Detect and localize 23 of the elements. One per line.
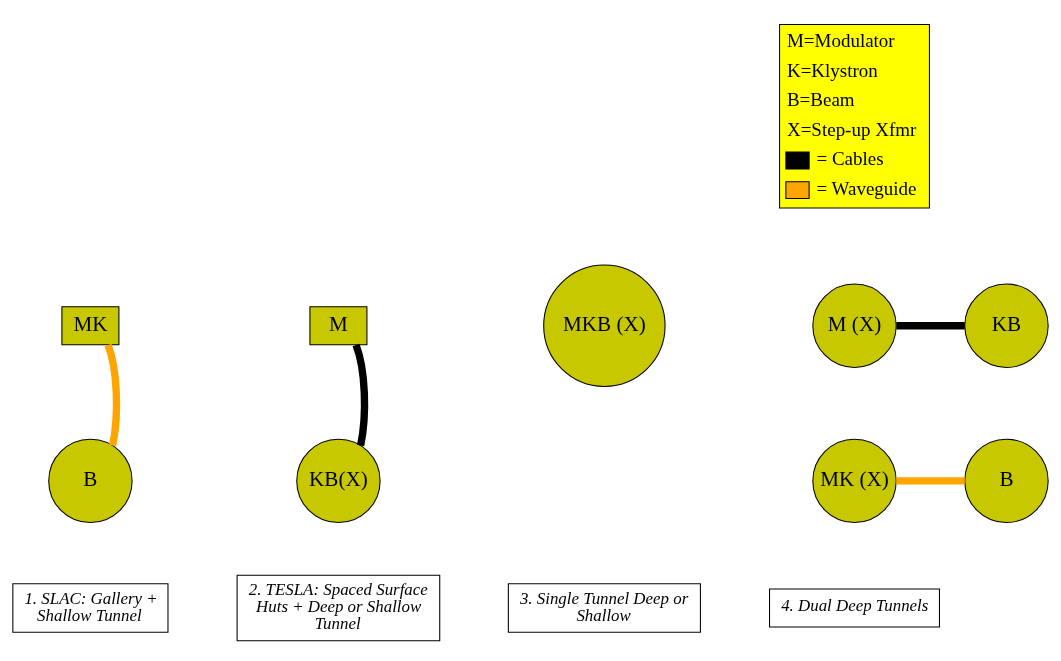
legend-label: B=Beam	[786, 89, 855, 111]
node-box: 1. SLAC: Gallery + Shallow Tunnel	[12, 583, 169, 633]
node-circle: B	[964, 438, 1049, 524]
node-circle: B	[48, 438, 133, 524]
node-box: MK	[61, 306, 120, 346]
connector	[896, 322, 965, 330]
connector	[896, 477, 965, 485]
node-circle: MKB (X)	[543, 264, 666, 387]
node-box: 2. TESLA: Spaced Surface Huts + Deep or Shallow Tunnel	[236, 574, 441, 642]
node-circle: M (X)	[812, 283, 897, 368]
node-box: M	[309, 306, 368, 346]
node-circle: MK (X)	[812, 438, 897, 524]
legend-label: = Cables	[816, 148, 884, 170]
node-box: 3. Single Tunnel Deep or Shallow	[507, 583, 701, 633]
node-circle: KB	[964, 283, 1049, 368]
legend-label: = Waveguide	[816, 177, 917, 199]
node-box: 4. Dual Deep Tunnels	[769, 588, 940, 628]
node-circle: KB(X)	[296, 438, 381, 524]
connector	[104, 343, 121, 447]
legend-label: X=Step-up Xfmr	[786, 118, 917, 140]
legend-label: M=Modulator	[786, 30, 895, 52]
connector	[352, 343, 369, 447]
legend-label: K=Klystron	[786, 59, 878, 81]
